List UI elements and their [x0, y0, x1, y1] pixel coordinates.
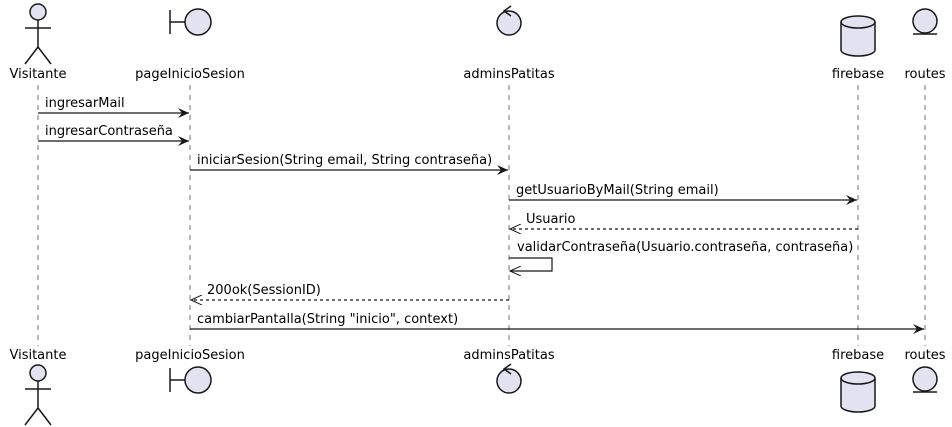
participant-label-bottom: firebase — [832, 348, 884, 363]
message-7: 200ok(SessionID) — [191, 283, 509, 300]
entity-icon — [912, 366, 938, 393]
message-label: ingresarContraseña — [45, 124, 173, 139]
database-icon — [840, 15, 876, 57]
participant-label-bottom: routes — [904, 348, 945, 363]
participant-label-top: firebase — [832, 67, 884, 82]
participant-label-top: routes — [904, 67, 945, 82]
message-1: ingresarMail — [38, 96, 189, 118]
message-label: ingresarMail — [45, 96, 125, 111]
control-icon — [496, 5, 522, 36]
boundary-icon — [169, 8, 212, 36]
message-2: ingresarContraseña — [38, 124, 189, 146]
boundary-icon — [169, 366, 212, 394]
message-label: iniciarSesion(String email, String contr… — [197, 153, 492, 168]
message-arrow — [509, 257, 553, 271]
message-label: Usuario — [526, 212, 575, 227]
message-4: getUsuarioByMail(String email) — [509, 183, 857, 205]
message-6: validarContraseña(Usuario.contraseña, co… — [509, 240, 853, 271]
message-label: cambiarPantalla(String "inicio", context… — [197, 312, 458, 327]
entity-icon — [912, 8, 938, 35]
control-icon — [496, 363, 522, 394]
participant-label-top: pageInicioSesion — [135, 67, 245, 82]
message-label: validarContraseña(Usuario.contraseña, co… — [517, 240, 853, 255]
message-8: cambiarPantalla(String "inicio", context… — [190, 312, 924, 334]
message-label: getUsuarioByMail(String email) — [516, 183, 719, 198]
message-label: 200ok(SessionID) — [207, 283, 321, 298]
database-icon — [840, 371, 876, 413]
participant-label-bottom: Visitante — [9, 348, 66, 363]
participant-label-bottom: pageInicioSesion — [135, 348, 245, 363]
participant-label-bottom: adminsPatitas — [463, 348, 555, 363]
participant-label-top: Visitante — [9, 67, 66, 82]
actor-icon — [24, 364, 52, 426]
participant-label-top: adminsPatitas — [463, 67, 555, 82]
actor-icon — [24, 3, 52, 65]
message-5: Usuario — [510, 212, 858, 229]
message-3: iniciarSesion(String email, String contr… — [190, 153, 508, 175]
